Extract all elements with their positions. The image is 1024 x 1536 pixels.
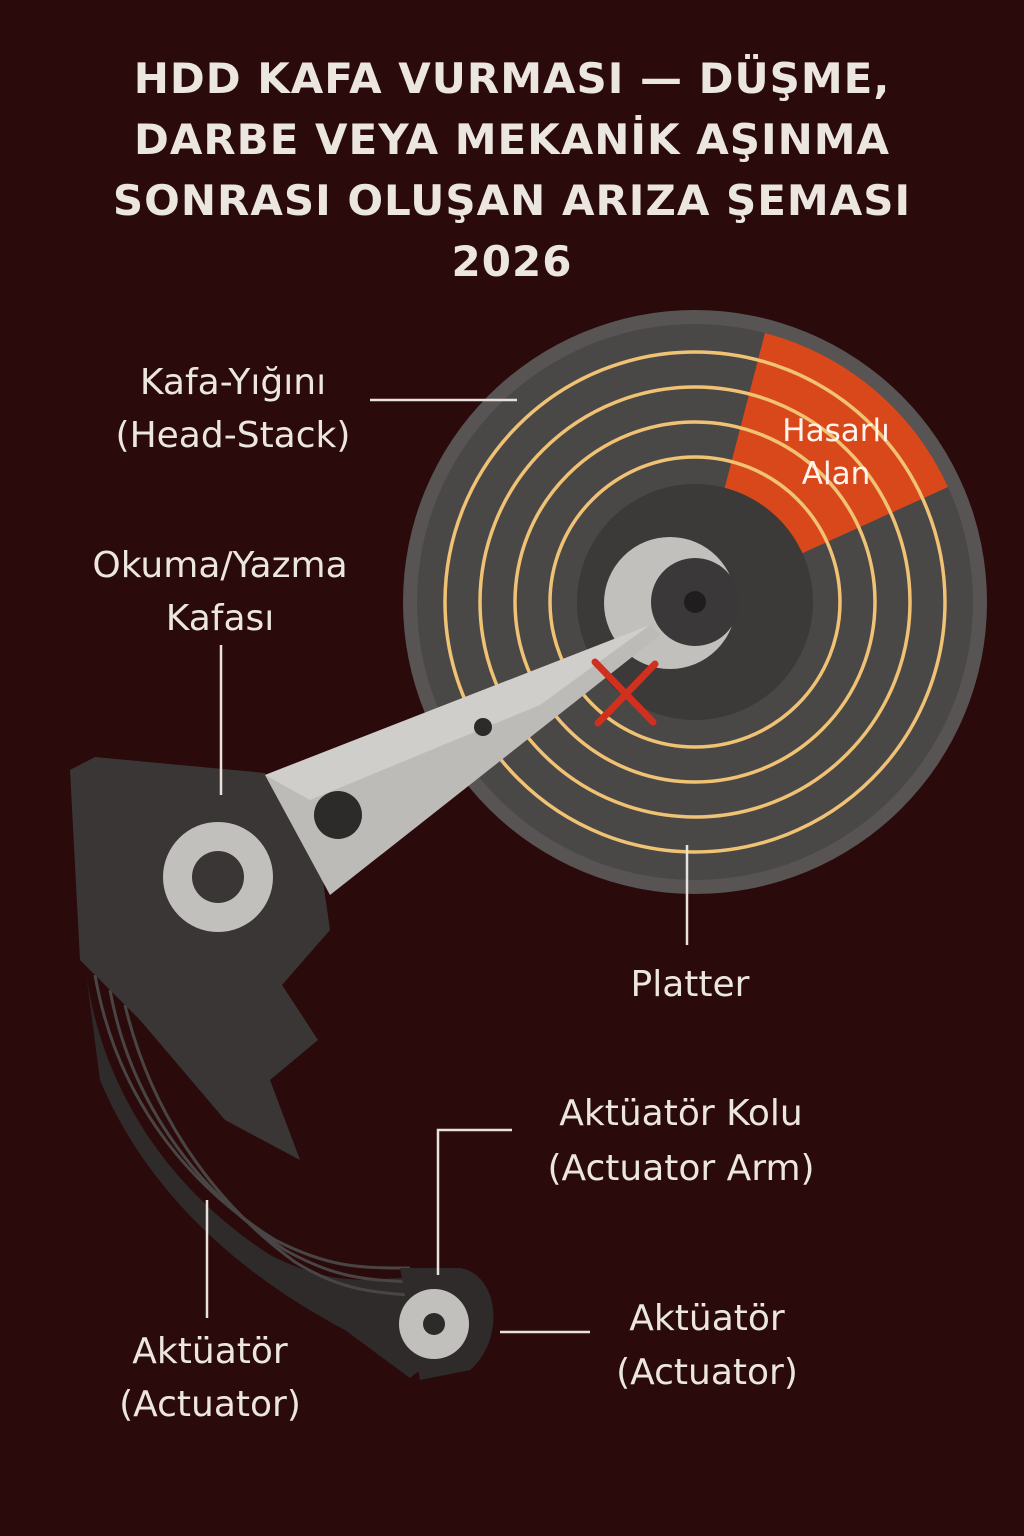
damaged-area-label-2: Alan [802,456,870,492]
read-write-head-label-2: Kafası [166,598,275,639]
damaged-area-label-1: Hasarlı [782,413,889,449]
title-line-3: SONRASI OLUŞAN ARIZA ŞEMASI [112,176,912,225]
platter-tracks [443,350,947,854]
track-3 [513,420,877,784]
title-line-4: 2026 [451,237,573,286]
actuator-right-label-1: Aktüatör [629,1298,785,1339]
track-1 [443,350,947,854]
track-2 [478,385,912,819]
title-line-1: HDD KAFA VURMASI — DÜŞME, [133,54,891,103]
read-write-head-label-1: Okuma/Yazma [92,545,347,586]
actuator-arm-label-1: Aktüatör Kolu [559,1093,803,1134]
actuator-arm [265,625,660,895]
x-mark-icon [591,658,659,727]
track-4 [548,455,842,749]
actuator-lower [399,1268,494,1380]
arm-rivet [474,718,492,736]
actuator-pivot [163,822,273,932]
spindle-center [684,591,706,613]
page-title: HDD KAFA VURMASI — DÜŞME, DARBE VEYA MEK… [0,48,1024,292]
platter-label: Platter [631,964,750,1005]
actuator-left-label-2: (Actuator) [119,1384,301,1425]
title-line-2: DARBE VEYA MEKANİK AŞINMA [133,115,891,164]
head-stack-label-1: Kafa-Yığını [140,362,326,403]
arm-hole [314,791,362,839]
leader-actuator-arm [436,1128,512,1275]
actuator-right-label-2: (Actuator) [616,1352,798,1393]
head-stack-label-2: (Head-Stack) [116,415,351,456]
actuator-arm-label-2: (Actuator Arm) [547,1148,814,1189]
actuator-left-label-1: Aktüatör [132,1331,288,1372]
platter [403,310,987,894]
